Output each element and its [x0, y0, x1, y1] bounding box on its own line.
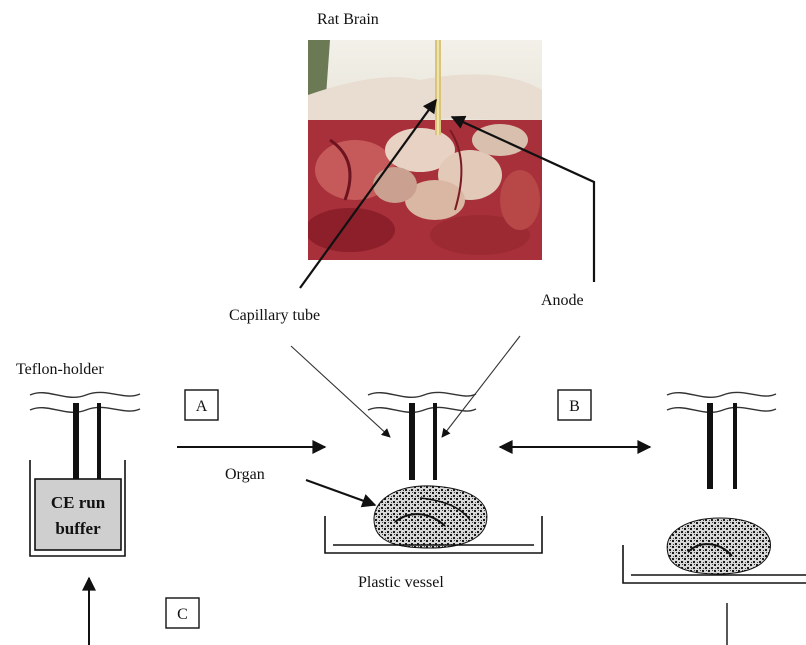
step-a-box: A: [185, 390, 218, 420]
step-b-label: B: [569, 398, 580, 415]
left-setup: CE run buffer: [30, 392, 140, 556]
left-anode: [97, 403, 101, 481]
organ-arrow: [306, 480, 375, 505]
right-organ: [667, 518, 770, 574]
middle-anode: [433, 403, 437, 480]
middle-organ: [374, 486, 487, 548]
organ-label: Organ: [225, 466, 265, 483]
left-capillary: [73, 403, 79, 481]
middle-capillary: [409, 403, 415, 480]
step-b-box: B: [558, 390, 591, 420]
rat-brain-photo: [305, 40, 542, 260]
photo-title: Rat Brain: [317, 11, 379, 28]
plastic-vessel-label: Plastic vessel: [358, 574, 444, 591]
ce-buffer-box: [35, 479, 121, 550]
capillary-thin-arrow: [291, 346, 390, 437]
buffer-line1: CE run: [51, 493, 106, 512]
right-anode: [733, 403, 737, 489]
step-c-box: C: [166, 598, 199, 628]
step-c-label: C: [177, 606, 188, 623]
step-a-label: A: [196, 398, 208, 415]
middle-setup: [325, 392, 542, 553]
teflon-holder-label: Teflon-holder: [16, 361, 104, 378]
buffer-line2: buffer: [55, 519, 101, 538]
anode-label: Anode: [541, 292, 584, 309]
anode-thin-arrow: [442, 336, 520, 437]
right-capillary: [707, 403, 713, 489]
right-setup: [623, 392, 806, 645]
capillary-tube-label: Capillary tube: [229, 307, 320, 324]
